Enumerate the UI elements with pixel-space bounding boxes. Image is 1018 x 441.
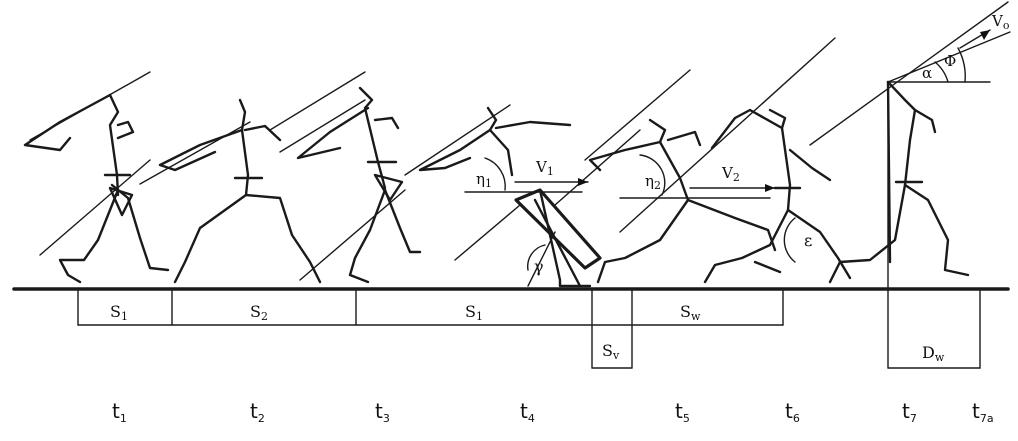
segment-label-s1b: S1 <box>465 302 483 323</box>
time-label-t6: t6 <box>785 399 800 425</box>
segment-label-dw: Dw <box>922 343 945 364</box>
athlete-figure-2 <box>158 98 322 284</box>
time-label-t3: t3 <box>375 399 390 425</box>
time-label-t7a: t7a <box>972 399 994 425</box>
gamma-label: γ <box>534 257 544 276</box>
diagonal-lines <box>29 1 1011 281</box>
epsilon-label: ε <box>804 231 812 250</box>
athlete-figure-5 <box>588 118 777 284</box>
athlete-figure-6 <box>703 108 852 284</box>
eta1-label: η1 <box>476 170 492 190</box>
alpha-label: α <box>922 64 932 82</box>
eta2-label: η2 <box>645 172 661 192</box>
phi-label: Φ <box>944 52 956 70</box>
athlete-figure-7 <box>828 80 970 284</box>
velocity-annotations <box>464 29 991 271</box>
time-label-t1: t1 <box>112 399 127 425</box>
athlete-figure-1 <box>23 93 170 284</box>
time-label-t7: t7 <box>902 399 917 425</box>
segment-brackets <box>77 81 981 369</box>
time-label-t2: t2 <box>250 399 265 425</box>
time-label-t4: t4 <box>520 399 535 425</box>
segment-label-sw: Sw <box>680 302 701 323</box>
segment-label-sv: Sv <box>602 341 620 362</box>
v1-label: V1 <box>535 158 554 178</box>
athlete-figure-4 <box>418 106 602 288</box>
segment-label-s2: S2 <box>250 302 268 323</box>
v2-label: V2 <box>721 164 740 184</box>
segment-label-s1a: S1 <box>110 302 128 323</box>
v0-label: Vo <box>991 12 1010 32</box>
athlete-figure-3 <box>296 86 422 284</box>
time-label-t5: t5 <box>675 399 690 425</box>
